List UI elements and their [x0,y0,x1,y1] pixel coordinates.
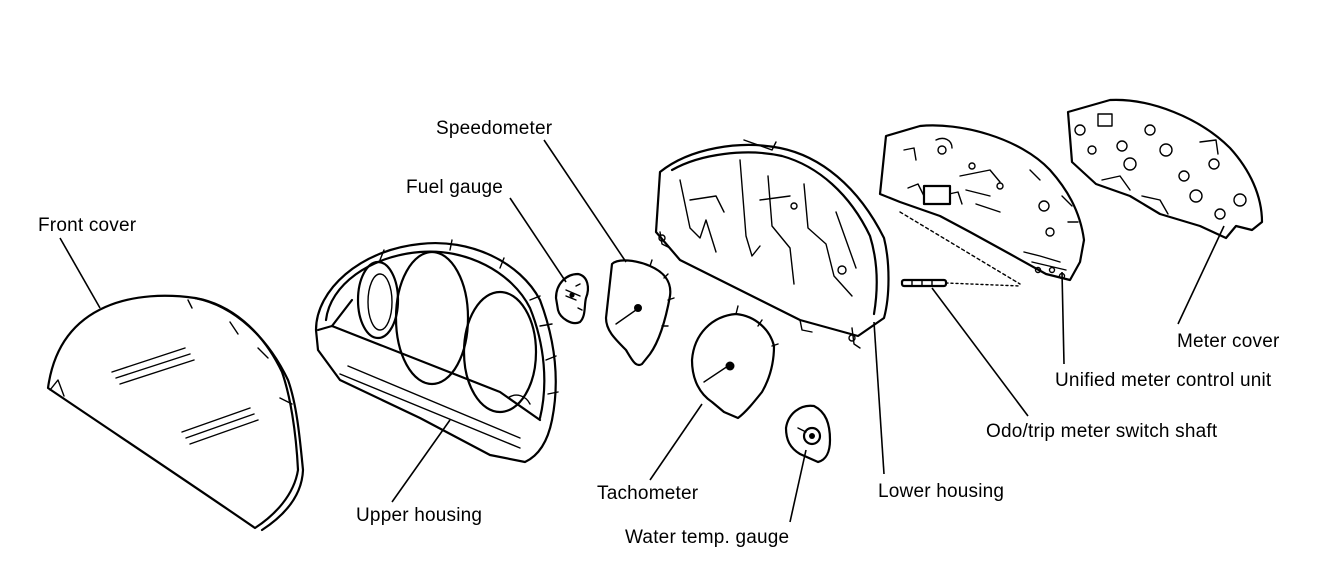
label-front-cover: Front cover [38,215,137,236]
label-lower-housing: Lower housing [878,481,1005,502]
leader-odo-trip [931,287,1029,417]
leader-unified-unit [1061,271,1065,365]
odo-trip-switch-shaft-part [900,278,1021,288]
leader-upper-housing [391,419,451,503]
label-water-temp-gauge: Water temp. gauge [625,527,790,548]
upper-housing-part [314,239,559,464]
label-tachometer: Tachometer [597,483,699,504]
leader-front-cover [59,237,101,309]
label-meter-cover: Meter cover [1177,331,1280,352]
leader-meter-cover [1177,225,1225,325]
water-temp-gauge-part [784,404,832,464]
leader-lower-housing [873,321,885,475]
lower-housing-part [654,139,890,349]
leader-tachometer [649,403,703,481]
front-cover-part [46,294,305,532]
tachometer-part [690,305,779,420]
leader-water-temp [789,449,807,523]
label-unified-meter-control-unit: Unified meter control unit [1055,370,1272,391]
label-speedometer: Speedometer [436,118,553,139]
leader-lines [59,139,1225,523]
label-upper-housing: Upper housing [356,505,483,526]
fuel-gauge-part [554,272,589,325]
label-odo-trip-switch-shaft: Odo/trip meter switch shaft [986,421,1218,442]
unified-meter-control-unit-part [878,124,1086,285]
meter-cover-part [1066,98,1264,240]
label-fuel-gauge: Fuel gauge [406,177,504,198]
speedometer-part [604,259,675,367]
leader-fuel-gauge [509,197,567,283]
leader-speedometer [543,139,627,263]
